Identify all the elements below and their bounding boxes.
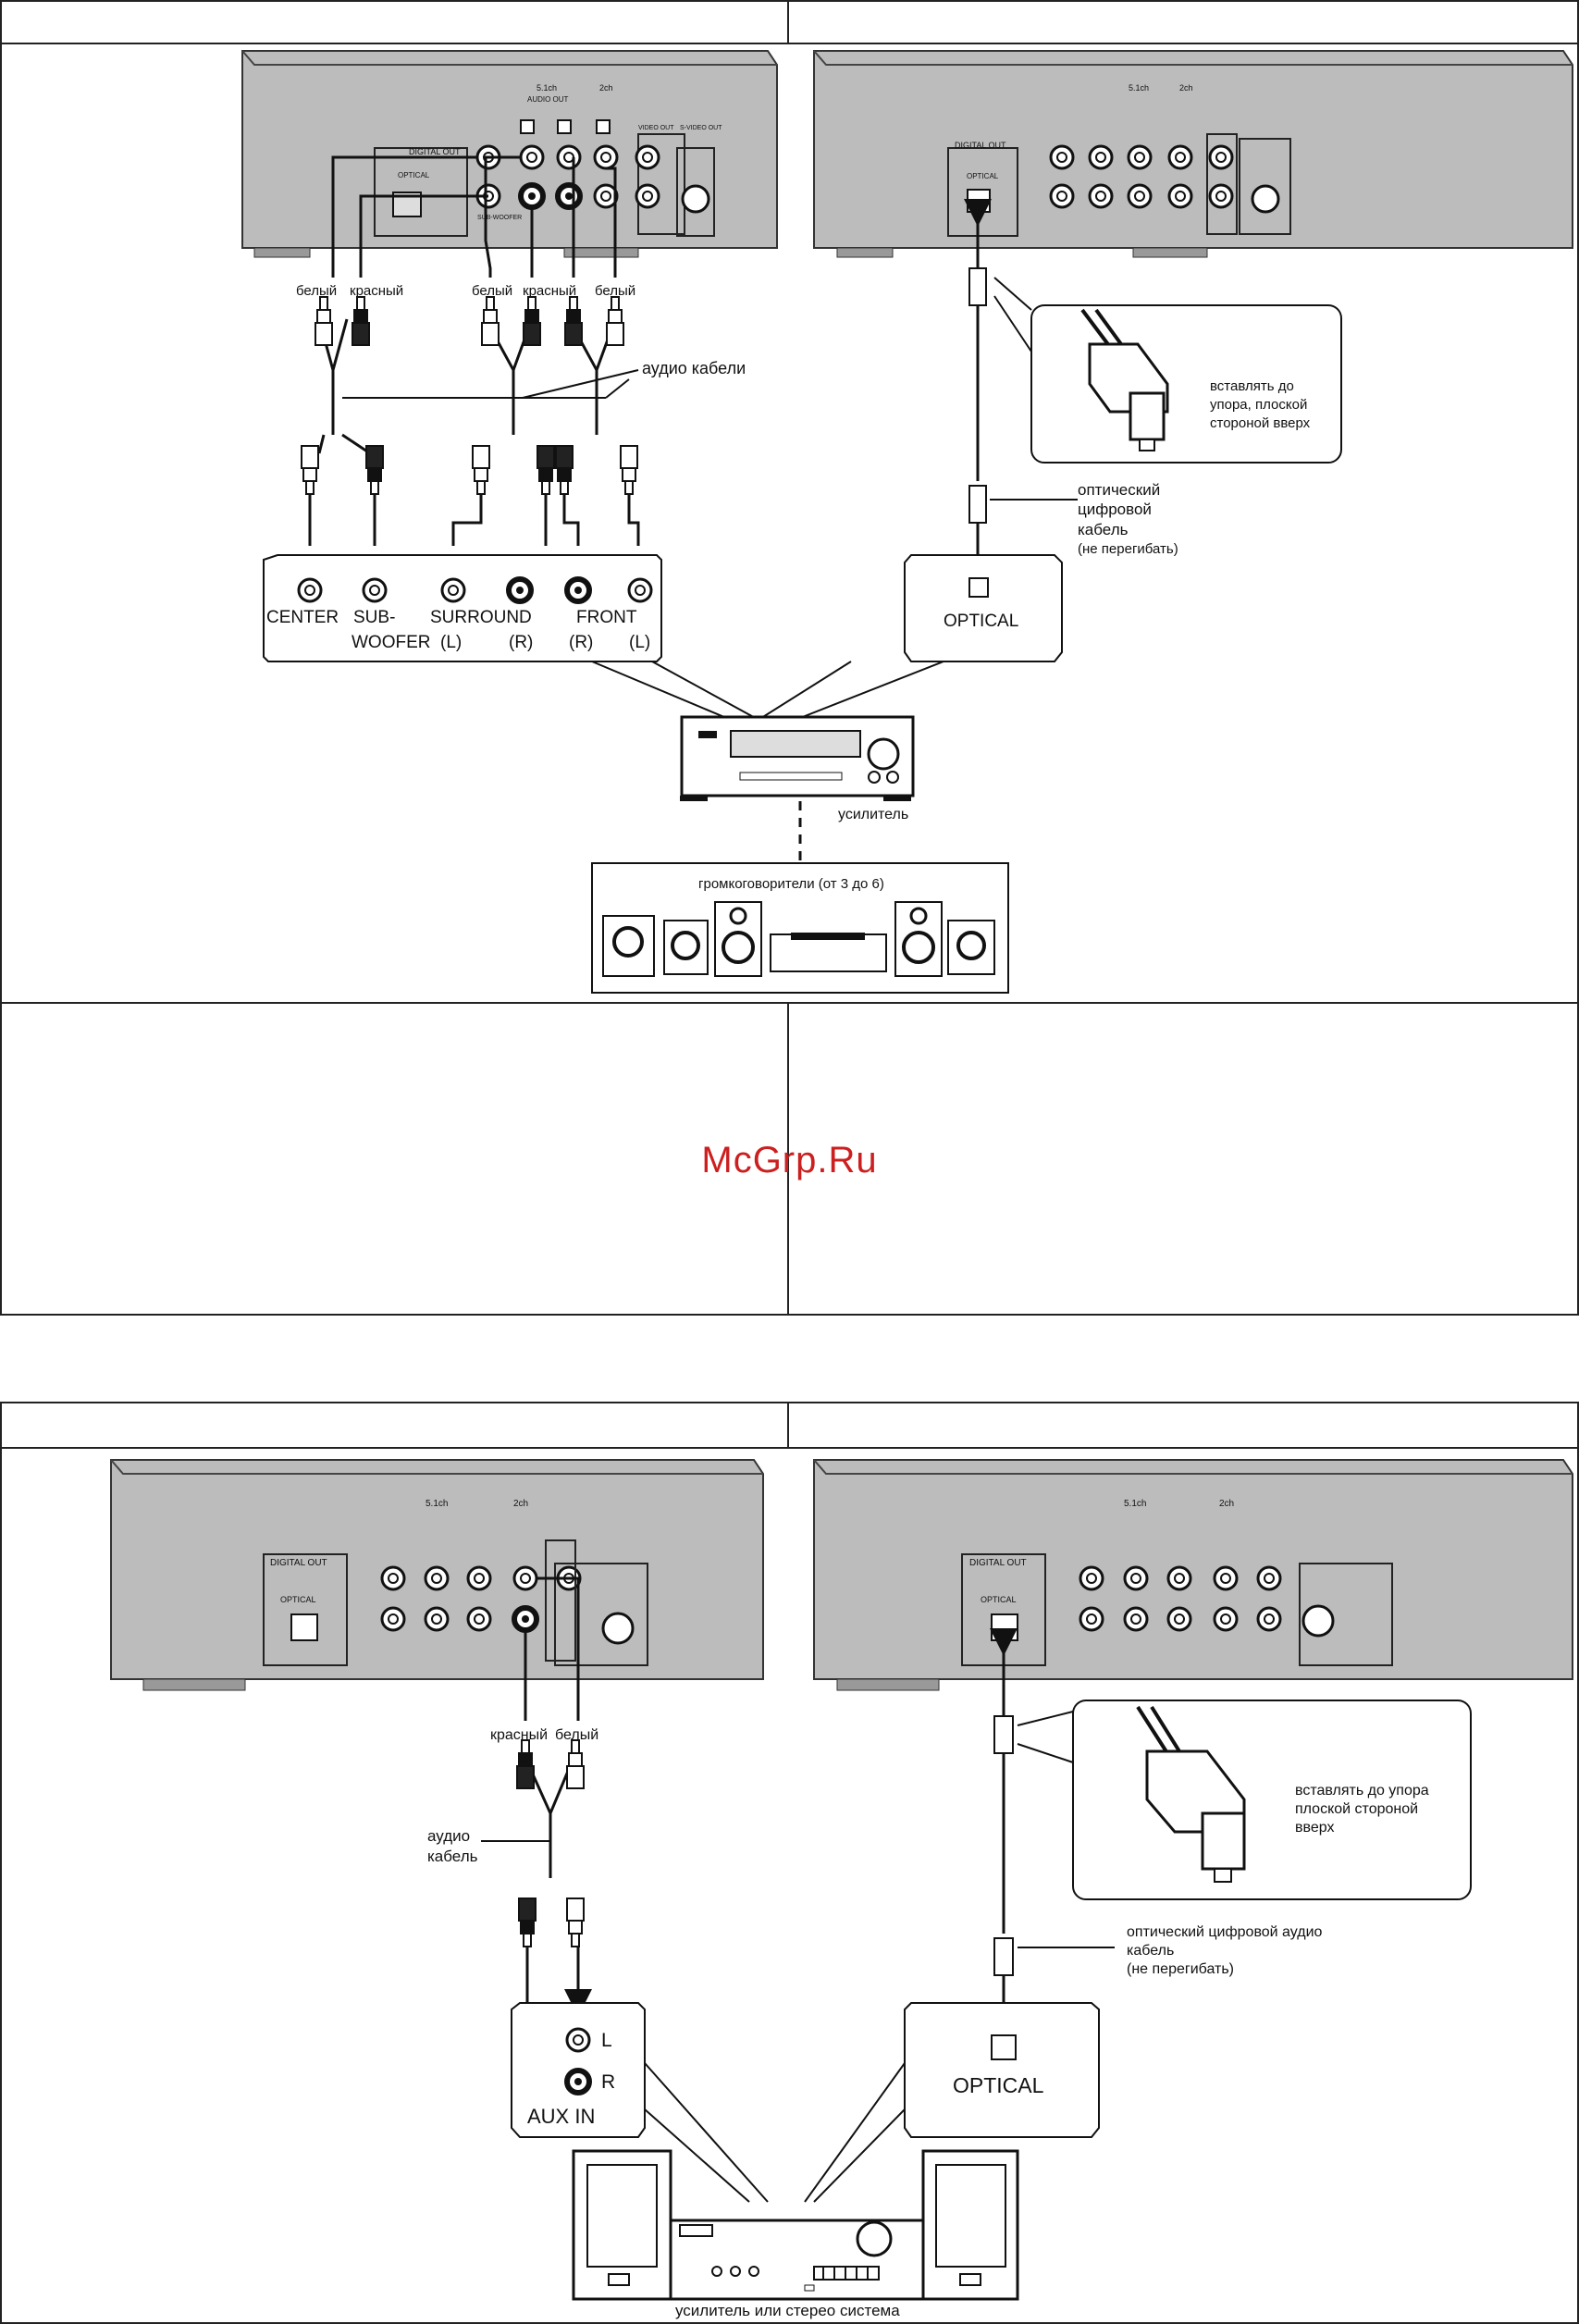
- svg-text:FRONT: FRONT: [576, 608, 637, 627]
- table-bottom-header-col-divider: [787, 1402, 789, 1448]
- svg-text:(R): (R): [509, 633, 533, 652]
- receiver-analog-inputs: CENTER SUB- WOOFER SURROUND (L) (R) FRON…: [263, 554, 662, 662]
- svg-text:5.1ch: 5.1ch: [1124, 1499, 1146, 1509]
- audio-cables-label: аудио кабели: [642, 359, 746, 377]
- svg-text:OPTICAL: OPTICAL: [398, 171, 430, 179]
- svg-text:AUX IN: AUX IN: [527, 2105, 595, 2128]
- svg-text:SURROUND: SURROUND: [430, 608, 532, 627]
- player-back-panel-left-1: DIGITAL OUT OPTICAL 5.1ch AUDIO OUT 2ch …: [241, 50, 778, 258]
- player-back-panel-right-1: DIGITAL OUT OPTICAL 5.1ch 2ch: [813, 50, 1573, 258]
- svg-text:вверх: вверх: [1295, 1820, 1334, 1836]
- svg-text:вставлять до упора: вставлять до упора: [1295, 1783, 1429, 1799]
- svg-text:(не перегибать): (не перегибать): [1078, 541, 1178, 557]
- receiver-optical-input-1: OPTICAL: [904, 554, 1063, 662]
- player-back-panel-right-2: DIGITAL OUT OPTICAL 5.1ch 2ch: [813, 1459, 1573, 1691]
- svg-text:2ch: 2ch: [1179, 83, 1193, 93]
- svg-text:5.1ch: 5.1ch: [537, 83, 557, 93]
- optical-input-box-2: OPTICAL: [904, 2002, 1100, 2138]
- optical-plug-detail-1: вставлять до упора, плоской стороной вве…: [1030, 304, 1342, 464]
- svg-text:DIGITAL OUT: DIGITAL OUT: [409, 147, 461, 156]
- svg-text:белый: белый: [472, 283, 512, 299]
- table-top-header-divider: [0, 43, 1579, 44]
- svg-text:белый: белый: [595, 283, 635, 299]
- svg-text:(не перегибать): (не перегибать): [1127, 1961, 1234, 1977]
- svg-text:VIDEO OUT: VIDEO OUT: [638, 125, 674, 131]
- svg-text:L: L: [601, 2030, 612, 2051]
- svg-text:2ch: 2ch: [513, 1499, 528, 1509]
- svg-text:упора, плоской: упора, плоской: [1210, 397, 1307, 413]
- svg-text:аудио: аудио: [427, 1827, 470, 1845]
- svg-text:OPTICAL: OPTICAL: [280, 1595, 316, 1604]
- svg-text:громкоговорители (от 3 до 6): громкоговорители (от 3 до 6): [698, 876, 884, 892]
- svg-text:AUDIO OUT: AUDIO OUT: [527, 95, 569, 104]
- svg-text:кабель: кабель: [1127, 1943, 1174, 1959]
- svg-text:усилитель или стерео система: усилитель или стерео система: [675, 2302, 900, 2319]
- svg-text:WOOFER: WOOFER: [352, 633, 431, 652]
- table-top-lower-col-divider: [787, 1002, 789, 1316]
- svg-text:5.1ch: 5.1ch: [426, 1499, 448, 1509]
- optical-plug-detail-2: вставлять до упора плоской стороной ввер…: [1072, 1700, 1472, 1900]
- table-top: [0, 0, 1579, 1316]
- svg-text:красный: красный: [350, 283, 403, 299]
- svg-text:OPTICAL: OPTICAL: [953, 2073, 1044, 2097]
- watermark: McGrp.Ru: [701, 1140, 878, 1181]
- svg-text:красный: красный: [523, 283, 576, 299]
- svg-text:(L): (L): [440, 633, 462, 652]
- svg-text:SUB-: SUB-: [353, 608, 395, 627]
- optical-cable-1: [964, 199, 1078, 587]
- svg-text:5.1ch: 5.1ch: [1129, 83, 1149, 93]
- svg-text:кабель: кабель: [1078, 521, 1129, 538]
- table-top-header-col-divider: [787, 0, 789, 43]
- aux-in-box: L R AUX IN: [511, 2002, 646, 2138]
- svg-text:оптический цифровой аудио: оптический цифровой аудио: [1127, 1924, 1323, 1940]
- svg-text:CENTER: CENTER: [266, 608, 339, 627]
- svg-text:оптический: оптический: [1078, 481, 1160, 499]
- svg-text:2ch: 2ch: [1219, 1499, 1234, 1509]
- svg-text:S-VIDEO OUT: S-VIDEO OUT: [680, 125, 722, 131]
- player-back-panel-left-2: DIGITAL OUT OPTICAL 5.1ch 2ch: [110, 1459, 764, 1691]
- svg-text:стороной вверх: стороной вверх: [1210, 415, 1311, 431]
- svg-text:кабель: кабель: [427, 1848, 478, 1865]
- svg-text:SUB-WOOFER: SUB-WOOFER: [477, 215, 522, 221]
- svg-text:плоской стороной: плоской стороной: [1295, 1801, 1418, 1817]
- table-top-row-divider: [0, 1002, 1579, 1004]
- svg-text:усилитель: усилитель: [838, 807, 908, 822]
- table-bottom-header-divider: [0, 1447, 1579, 1449]
- svg-text:(R): (R): [569, 633, 593, 652]
- svg-text:DIGITAL OUT: DIGITAL OUT: [969, 1558, 1027, 1568]
- svg-text:красный: красный: [490, 1727, 548, 1743]
- svg-text:белый: белый: [296, 283, 337, 299]
- svg-text:OPTICAL: OPTICAL: [981, 1595, 1017, 1604]
- amplifier-1: усилитель: [680, 715, 915, 822]
- svg-text:DIGITAL OUT: DIGITAL OUT: [955, 141, 1006, 150]
- svg-text:вставлять до: вставлять до: [1210, 378, 1294, 394]
- svg-text:белый: белый: [555, 1727, 598, 1743]
- table-bottom: [0, 1402, 1579, 2324]
- svg-text:R: R: [601, 2071, 615, 2093]
- svg-text:OPTICAL: OPTICAL: [967, 172, 999, 180]
- speakers-1: громкоговорители (от 3 до 6): [591, 862, 1009, 994]
- svg-text:2ch: 2ch: [599, 83, 613, 93]
- svg-text:OPTICAL: OPTICAL: [944, 612, 1018, 631]
- svg-text:(L): (L): [629, 633, 650, 652]
- svg-text:цифровой: цифровой: [1078, 501, 1152, 518]
- svg-text:DIGITAL OUT: DIGITAL OUT: [270, 1558, 327, 1568]
- stereo-system: усилитель или стерео система: [572, 2149, 1019, 2319]
